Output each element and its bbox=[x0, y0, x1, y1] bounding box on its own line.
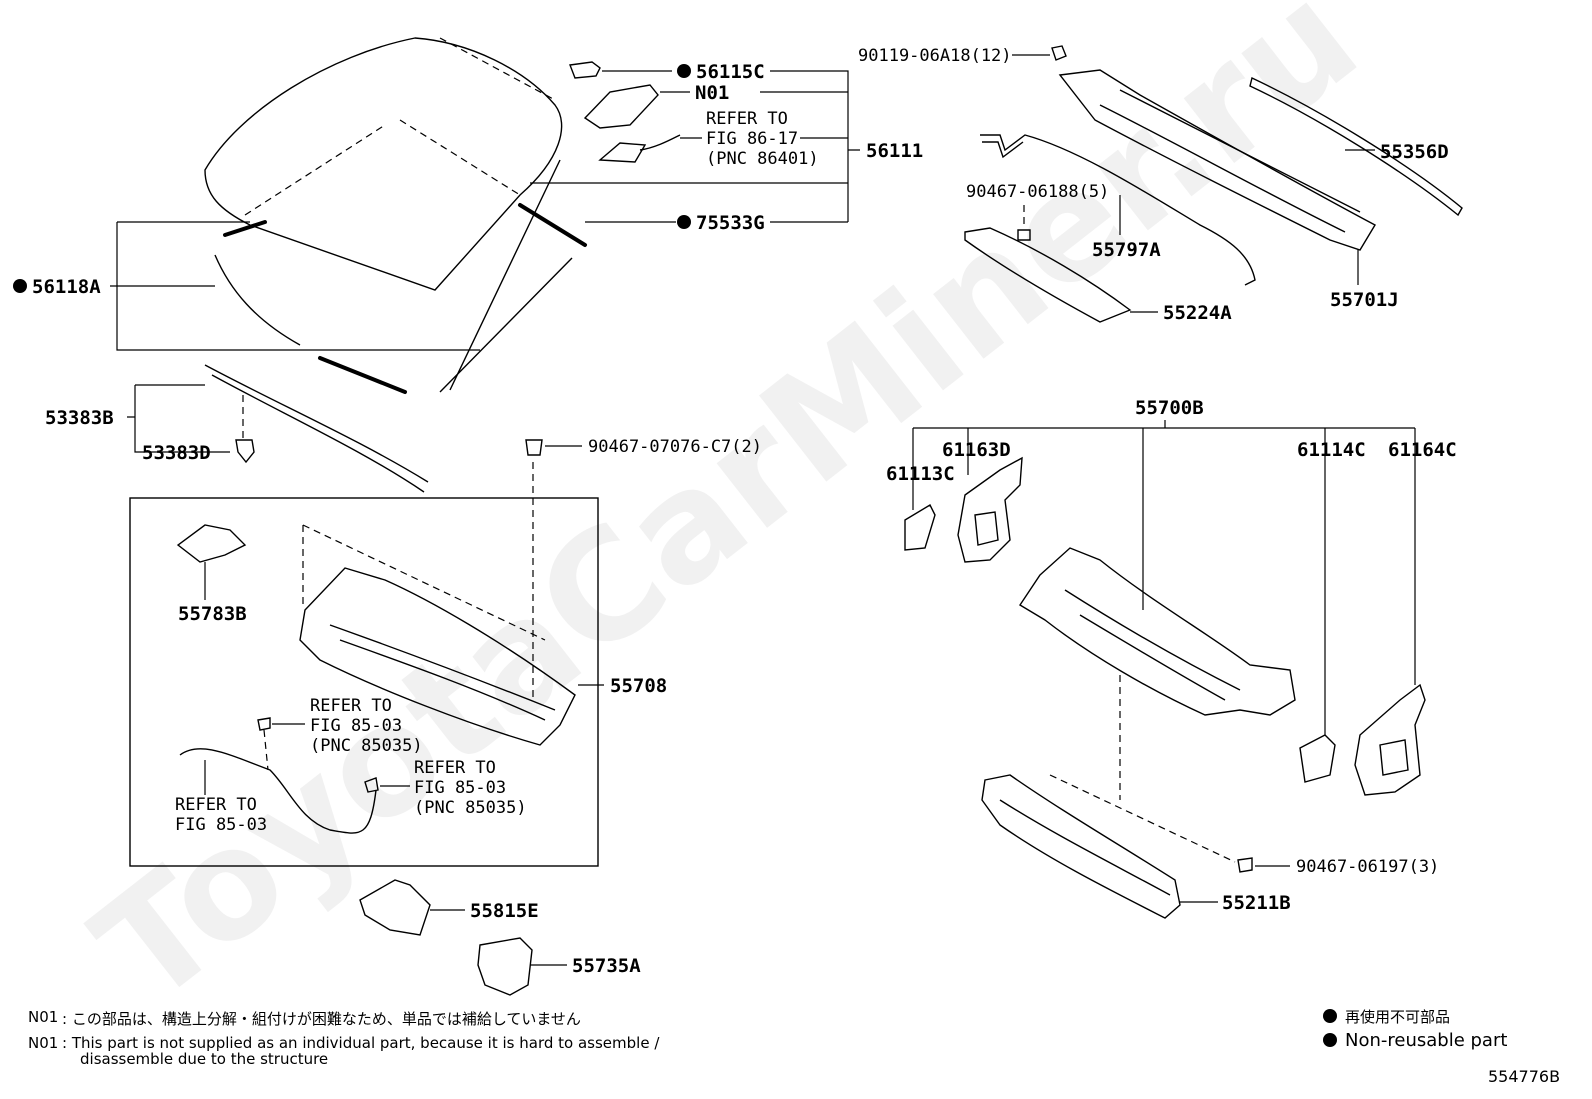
part-label-55356D: 55356D bbox=[1380, 141, 1449, 163]
refer-85-03-b-line1: REFER TO bbox=[414, 758, 496, 778]
cowl-panel-55701J[interactable] bbox=[1058, 69, 1376, 251]
part-label-55701J: 55701J bbox=[1330, 289, 1399, 311]
seal-53383B[interactable] bbox=[204, 364, 429, 493]
washer-nozzle-b-icon[interactable] bbox=[364, 777, 379, 793]
part-label-55708: 55708 bbox=[610, 675, 667, 697]
part-label-55735A: 55735A bbox=[572, 955, 641, 977]
part-label-55797A: 55797A bbox=[1092, 239, 1161, 261]
part-label-56118A: 56118A bbox=[32, 276, 101, 298]
panel-61163D-icon[interactable] bbox=[957, 456, 1023, 563]
part-label-90467-07076: 90467-07076-C7(2) bbox=[588, 437, 762, 457]
non-reusable-icon bbox=[1323, 1033, 1337, 1047]
clip-90467-06188-icon[interactable] bbox=[1017, 229, 1031, 241]
diagram-id: 554776B bbox=[1488, 1067, 1560, 1086]
part-label-56115C: 56115C bbox=[696, 61, 765, 83]
washer-hose-icon[interactable] bbox=[179, 748, 377, 834]
note-en-line2: disassemble due to the structure bbox=[80, 1050, 328, 1068]
refer-85-03-b-line3: (PNC 85035) bbox=[414, 798, 527, 818]
part-label-61113C: 61113C bbox=[886, 463, 955, 485]
non-reusable-icon bbox=[1323, 1009, 1337, 1023]
note-jp-text: : この部品は、構造上分解・組付けが困難なため、単品では補給していません bbox=[62, 1010, 581, 1028]
refer-86-17-line2: FIG 86-17 bbox=[706, 129, 798, 149]
legend-en: Non-reusable part bbox=[1345, 1030, 1507, 1051]
cowl-inner-55211B[interactable] bbox=[981, 774, 1236, 919]
non-reusable-icon bbox=[677, 215, 691, 229]
note-en-key: N01 bbox=[28, 1034, 58, 1052]
refer-85-03-a-line2: FIG 85-03 bbox=[310, 716, 402, 736]
part-label-61163D: 61163D bbox=[942, 439, 1011, 461]
bracket-55735A-icon[interactable] bbox=[477, 937, 533, 996]
refer-86-17-line1: REFER TO bbox=[706, 109, 788, 129]
part-label-53383B: 53383B bbox=[45, 407, 114, 429]
part-label-55815E: 55815E bbox=[470, 900, 539, 922]
note-en-line1: : This part is not supplied as an indivi… bbox=[62, 1034, 660, 1052]
clip-56115C-icon[interactable] bbox=[569, 61, 601, 79]
part-label-55224A: 55224A bbox=[1163, 302, 1232, 324]
clip-53383D-icon[interactable] bbox=[235, 395, 255, 464]
cable-55797A[interactable] bbox=[980, 134, 1256, 286]
part-label-90467-06197: 90467-06197(3) bbox=[1296, 857, 1439, 877]
cowl-group-box bbox=[129, 497, 599, 867]
part-label-56111: 56111 bbox=[866, 140, 923, 162]
part-label-55211B: 55211B bbox=[1222, 892, 1291, 914]
bracket-61113C-icon[interactable] bbox=[904, 504, 936, 551]
cowl-top-panel-55708[interactable] bbox=[299, 524, 576, 746]
refer-85-03-c-line1: REFER TO bbox=[175, 795, 257, 815]
refer-85-03-a-line3: (PNC 85035) bbox=[310, 736, 423, 756]
part-label-55700B: 55700B bbox=[1135, 397, 1204, 419]
cowl-assembly-55700B[interactable] bbox=[1019, 547, 1296, 716]
seal-55356D[interactable] bbox=[1249, 77, 1463, 217]
part-label-n01: N01 bbox=[695, 82, 729, 104]
part-label-90467-06188: 90467-06188(5) bbox=[966, 182, 1109, 202]
non-reusable-icon bbox=[677, 64, 691, 78]
rain-sensor-bracket-icon[interactable] bbox=[598, 134, 681, 163]
note-jp-key: N01 bbox=[28, 1008, 58, 1026]
refer-86-17-line3: (PNC 86401) bbox=[706, 149, 819, 169]
bracket-n01-icon[interactable] bbox=[583, 84, 659, 129]
panel-61164C-icon[interactable] bbox=[1354, 683, 1426, 796]
bracket-55815E-icon[interactable] bbox=[359, 879, 431, 936]
part-label-61114C: 61114C bbox=[1297, 439, 1366, 461]
bracket-61114C-icon[interactable] bbox=[1299, 734, 1336, 783]
part-label-75533G: 75533G bbox=[696, 212, 765, 234]
part-label-53383D: 53383D bbox=[142, 442, 211, 464]
part-label-55783B: 55783B bbox=[178, 603, 247, 625]
bolt-90119-icon[interactable] bbox=[1051, 45, 1067, 61]
non-reusable-icon bbox=[13, 279, 27, 293]
refer-85-03-b-line2: FIG 85-03 bbox=[414, 778, 506, 798]
washer-nozzle-a-icon[interactable] bbox=[257, 717, 271, 731]
refer-85-03-a-line1: REFER TO bbox=[310, 696, 392, 716]
refer-85-03-c-line2: FIG 85-03 bbox=[175, 815, 267, 835]
part-label-61164C: 61164C bbox=[1388, 439, 1457, 461]
bracket-55783B-icon[interactable] bbox=[176, 524, 247, 563]
legend-jp: 再使用不可部品 bbox=[1345, 1008, 1450, 1026]
part-label-90119: 90119-06A18(12) bbox=[858, 46, 1012, 66]
clip-90467-07076-icon[interactable] bbox=[525, 439, 543, 456]
windshield-glass[interactable] bbox=[204, 37, 563, 391]
insulator-55224A[interactable] bbox=[964, 227, 1132, 323]
windshield-moldings[interactable] bbox=[214, 203, 587, 394]
clip-90467-06197-icon[interactable] bbox=[1237, 857, 1253, 873]
